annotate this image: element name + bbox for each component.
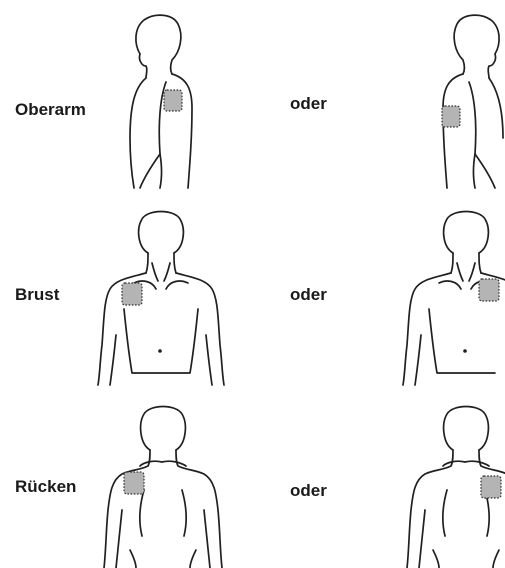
back-torso-figure-icon — [403, 400, 505, 568]
patch-icon — [164, 90, 182, 111]
or-label-brust: oder — [290, 285, 327, 305]
patch-icon — [481, 476, 501, 498]
front-torso-figure-icon — [403, 205, 505, 385]
or-label-ruecken: oder — [290, 481, 327, 501]
patch-icon — [122, 283, 142, 305]
patch-icon — [479, 279, 499, 301]
side-body-figure-icon — [415, 8, 505, 188]
front-torso-figure-icon — [98, 205, 228, 385]
patch-icon — [442, 106, 460, 127]
back-torso-figure-icon — [100, 400, 230, 568]
side-body-figure-icon — [120, 8, 220, 188]
or-label-oberarm: oder — [290, 94, 327, 114]
site-label-brust: Brust — [15, 285, 59, 305]
site-label-oberarm: Oberarm — [15, 100, 86, 120]
site-label-ruecken: Rücken — [15, 477, 76, 497]
patch-icon — [124, 472, 144, 494]
